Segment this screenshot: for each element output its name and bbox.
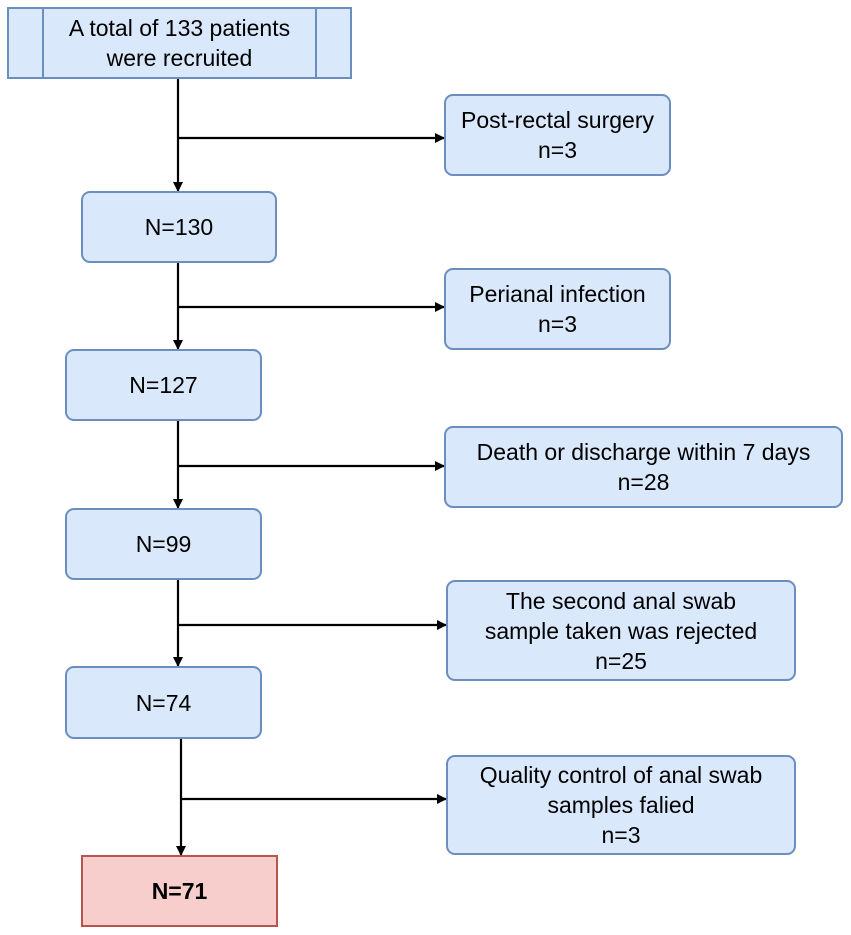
exclusion-count: n=3 <box>537 311 577 337</box>
exclusion-node-quality-control-failed: Quality control of anal swab samples fal… <box>446 755 796 855</box>
exclusion-reason-line-2: samples falied <box>547 792 695 818</box>
exclusion-count: n=25 <box>595 647 647 674</box>
exclusion-reason-line-2: sample taken was rejected <box>484 617 758 644</box>
exclusion-count: n=3 <box>601 822 641 848</box>
count-node-74: N=74 <box>65 666 262 739</box>
count-node-label: N=127 <box>129 372 198 398</box>
exclusion-reason: Death or discharge within 7 days <box>476 439 811 465</box>
exclusion-reason-line-1: The second anal swab <box>505 587 737 614</box>
exclusion-node-swab-rejected: The second anal swab sample taken was re… <box>446 580 796 681</box>
exclusion-node-post-rectal-surgery: Post-rectal surgery n=3 <box>444 94 671 176</box>
start-node-line-1: A total of 133 patients <box>68 15 291 41</box>
exclusion-reason-line-1: Quality control of anal swab <box>479 762 763 788</box>
exclusion-node-death-or-discharge: Death or discharge within 7 days n=28 <box>444 426 843 508</box>
count-node-label: N=99 <box>135 531 192 557</box>
start-node-left-bar <box>42 9 44 77</box>
final-node: N=71 <box>81 855 278 927</box>
exclusion-reason: Post-rectal surgery <box>460 107 654 133</box>
count-node-label: N=130 <box>144 214 214 240</box>
exclusion-node-perianal-infection: Perianal infection n=3 <box>444 268 671 350</box>
count-node-99: N=99 <box>65 508 262 580</box>
start-node-right-bar <box>315 9 317 77</box>
start-node: A total of 133 patients were recruited <box>7 7 352 79</box>
exclusion-reason: Perianal infection <box>469 281 646 307</box>
exclusion-count: n=28 <box>617 469 670 495</box>
start-node-line-2: were recruited <box>106 45 253 71</box>
count-node-label: N=74 <box>135 689 192 716</box>
count-node-130: N=130 <box>81 191 277 263</box>
final-node-label: N=71 <box>151 878 208 904</box>
exclusion-count: n=3 <box>537 137 577 163</box>
count-node-127: N=127 <box>65 349 262 421</box>
